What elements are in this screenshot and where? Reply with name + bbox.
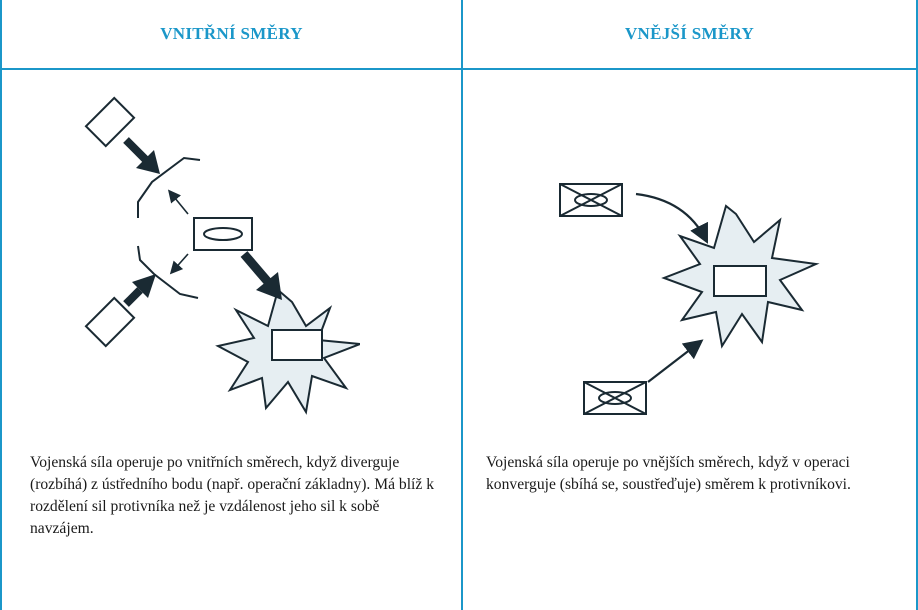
target-unit-box — [713, 265, 767, 297]
lower-unit-box — [84, 296, 136, 348]
outer-lines-description: Vojenská síla operuje po vnějších směrec… — [486, 454, 851, 493]
thin-arrow-lower — [169, 253, 189, 275]
main-attack-arrow — [240, 251, 282, 300]
upper-converging-arrow — [635, 192, 708, 244]
table-border-right — [916, 0, 918, 610]
header-inner-lines: VNITŘNÍ SMĚRY — [160, 24, 303, 43]
base-unit-symbol — [203, 227, 243, 241]
header-divider — [0, 68, 918, 70]
lower-converging-arrow — [647, 339, 704, 383]
lower-attack-arrow — [123, 274, 156, 307]
upper-unit-box — [84, 96, 136, 148]
thin-arrow-upper — [167, 189, 189, 215]
table-border-left — [0, 0, 2, 610]
inner-lines-description: Vojenská síla operuje po vnitřních směre… — [30, 454, 434, 537]
column-divider — [461, 0, 463, 610]
enemy-unit-box — [271, 329, 323, 361]
lower-front-line — [137, 245, 199, 299]
header-outer-lines: VNĚJŠÍ SMĚRY — [624, 24, 755, 43]
outer-lines-diagram — [559, 183, 820, 415]
inner-lines-diagram — [84, 96, 360, 415]
upper-front-line — [137, 156, 201, 218]
upper-converging-unit — [559, 183, 623, 217]
upper-attack-arrow — [123, 137, 160, 174]
lower-converging-unit — [583, 381, 647, 415]
